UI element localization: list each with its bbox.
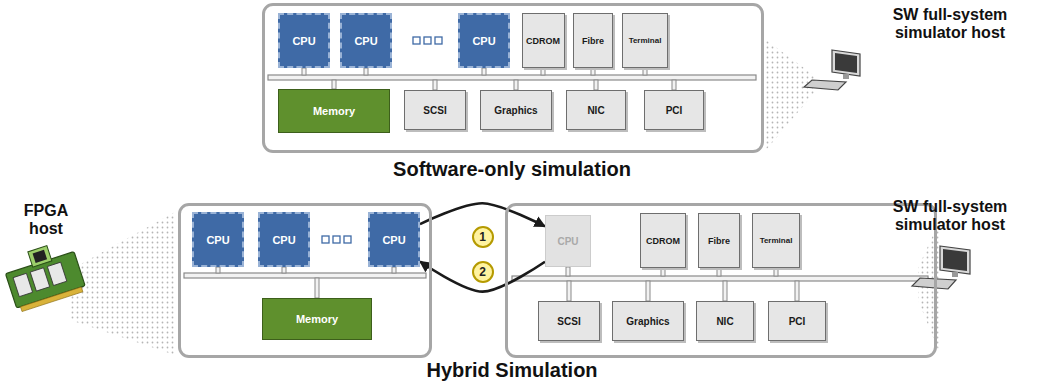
cpu-box: CPU (258, 212, 310, 267)
bus-stub (661, 268, 665, 276)
device-box: SCSI (404, 90, 466, 130)
device-box: SCSI (538, 301, 600, 341)
computer-icon (804, 50, 860, 90)
cpu-box: CPU (340, 13, 392, 68)
box-label: CDROM (526, 36, 560, 46)
halftone (70, 212, 175, 355)
memory-box: Memory (262, 298, 372, 340)
device-box: Graphics (612, 301, 684, 341)
memory-box: Memory (278, 89, 390, 133)
cpu-box: CPU (458, 13, 510, 68)
bus-stub (566, 267, 570, 276)
box-label: PCI (666, 105, 683, 116)
halftone (766, 40, 815, 150)
bus-stub (315, 278, 319, 298)
bus-stub (482, 68, 486, 75)
bus-stub (216, 267, 220, 273)
system-panel: CPU CPU CPU Memory (178, 203, 432, 358)
device-box: Terminal (752, 213, 800, 268)
section-caption: Hybrid Simulation (362, 359, 662, 382)
fpga-board-icon (1, 238, 86, 313)
bus-stub (302, 68, 306, 75)
system-bus (184, 273, 426, 278)
system-bus (512, 276, 928, 281)
bus-stub (392, 267, 396, 273)
host-label: FPGA host (10, 202, 82, 239)
bus-stub (541, 68, 545, 75)
system-bus (268, 75, 756, 80)
bus-stub (594, 80, 598, 90)
box-label: SCSI (423, 105, 446, 116)
computer-icon (912, 246, 970, 289)
device-box: PCI (644, 90, 704, 130)
system-panel: CPU CPU CPU CDROM Fibre TerminalMemory SCSI Gra… (262, 3, 764, 153)
bus-stub (717, 268, 721, 276)
box-label: Graphics (494, 105, 537, 116)
device-box: Fibre (573, 13, 613, 68)
bus-stub (723, 281, 727, 301)
box-label: CPU (206, 234, 229, 246)
bus-stub (774, 268, 778, 276)
box-label: CPU (472, 35, 495, 47)
bus-stub (646, 281, 650, 301)
bus-stub (282, 267, 286, 273)
cpu-box: CPU (368, 212, 420, 267)
box-label: PCI (789, 316, 806, 327)
bus-stub (514, 80, 518, 90)
device-box: NIC (566, 90, 626, 130)
device-box: Terminal (622, 13, 668, 68)
flow-arrow (420, 262, 545, 292)
bus-stub (672, 80, 676, 90)
callout-number: 2 (479, 265, 486, 279)
host-label: SW full-system simulator host (870, 198, 1030, 235)
cpu-box: CPU (278, 13, 330, 68)
box-label: CDROM (646, 236, 680, 246)
bus-stub (364, 68, 368, 75)
system-panel: CPU CDROM Fibre TerminalSCSI Graphics NIC PCI (505, 203, 937, 358)
bus-stub (567, 281, 571, 301)
box-label: NIC (716, 316, 733, 327)
box-label: CPU (382, 234, 405, 246)
box-label: Terminal (760, 236, 793, 245)
cpu-box: CPU (192, 212, 244, 267)
box-label: NIC (587, 105, 604, 116)
section-caption: Software-only simulation (362, 158, 662, 181)
device-box: PCI (768, 301, 826, 341)
device-box: Graphics (480, 90, 552, 130)
bus-stub (795, 281, 799, 301)
bus-stub (643, 68, 647, 75)
device-box: Fibre (698, 213, 740, 268)
callout-number: 1 (479, 230, 486, 244)
bus-stub (332, 80, 336, 89)
box-label: CPU (292, 35, 315, 47)
flow-arrow (420, 203, 545, 226)
proxy-cpu-box: CPU (545, 215, 591, 267)
box-label: Memory (313, 105, 355, 117)
box-label: Fibre (582, 36, 604, 46)
box-label: Memory (296, 313, 338, 325)
box-label: Fibre (708, 236, 730, 246)
device-box: CDROM (522, 13, 565, 68)
host-label: SW full-system simulator host (870, 6, 1030, 43)
callout-circle: 1 (472, 226, 494, 248)
box-label: CPU (354, 35, 377, 47)
device-box: NIC (696, 301, 754, 341)
box-label: Graphics (626, 316, 669, 327)
box-label: Terminal (629, 36, 662, 45)
device-box: CDROM (640, 213, 686, 268)
bus-stub (591, 68, 595, 75)
callout-circle: 2 (472, 261, 494, 283)
box-label: CPU (272, 234, 295, 246)
box-label: CPU (557, 236, 578, 247)
box-label: SCSI (557, 316, 580, 327)
bus-stub (433, 80, 437, 90)
